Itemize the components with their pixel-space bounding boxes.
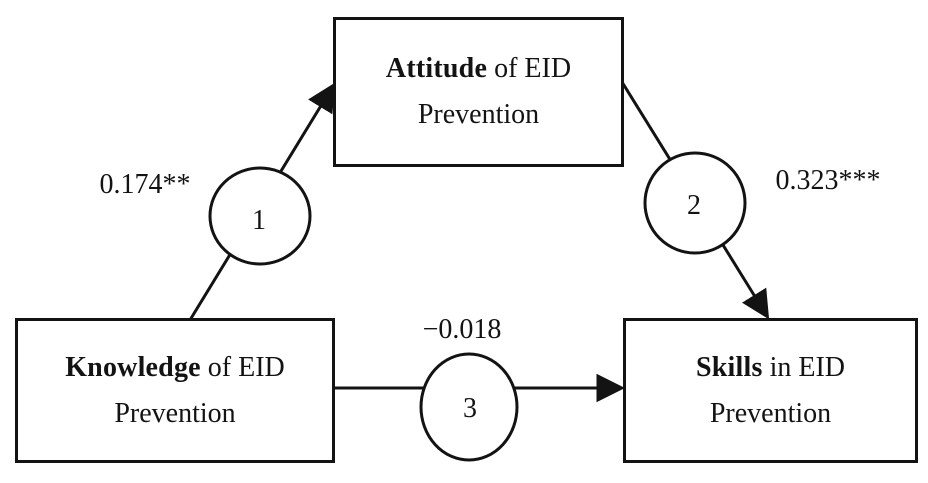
path-circle-2 <box>643 151 747 255</box>
path-number-2: 2 <box>687 190 701 221</box>
coefficient-path-3: −0.018 <box>422 314 502 345</box>
node-knowledge-keyword: Knowledge <box>65 351 201 383</box>
node-knowledge-line2: Prevention <box>114 397 236 429</box>
node-attitude-keyword: Attitude <box>385 53 488 84</box>
node-knowledge-line1: Knowledge of EID <box>65 345 285 391</box>
node-knowledge: Knowledge of EID Prevention <box>15 318 335 463</box>
node-skills: Skills in EID Prevention <box>623 318 918 463</box>
node-attitude: Attitude of EID Prevention <box>333 17 624 167</box>
path-number-3: 3 <box>463 393 477 424</box>
node-skills-keyword: Skills <box>695 351 763 383</box>
node-attitude-line2: Prevention <box>417 99 540 130</box>
coefficient-path-2: 0.323*** <box>775 165 881 196</box>
node-skills-suffix: in EID <box>762 351 846 383</box>
node-attitude-line1: Attitude of EID <box>386 46 571 92</box>
node-attitude-suffix: of EID <box>487 53 572 84</box>
node-skills-line2: Prevention <box>709 397 832 429</box>
node-skills-line1: Skills in EID <box>696 345 845 391</box>
node-knowledge-suffix: of EID <box>200 351 285 383</box>
path-circle-3 <box>419 352 519 462</box>
path-circle-1 <box>208 166 312 266</box>
coefficient-path-1: 0.174** <box>99 169 191 200</box>
path-number-1: 1 <box>252 205 266 236</box>
